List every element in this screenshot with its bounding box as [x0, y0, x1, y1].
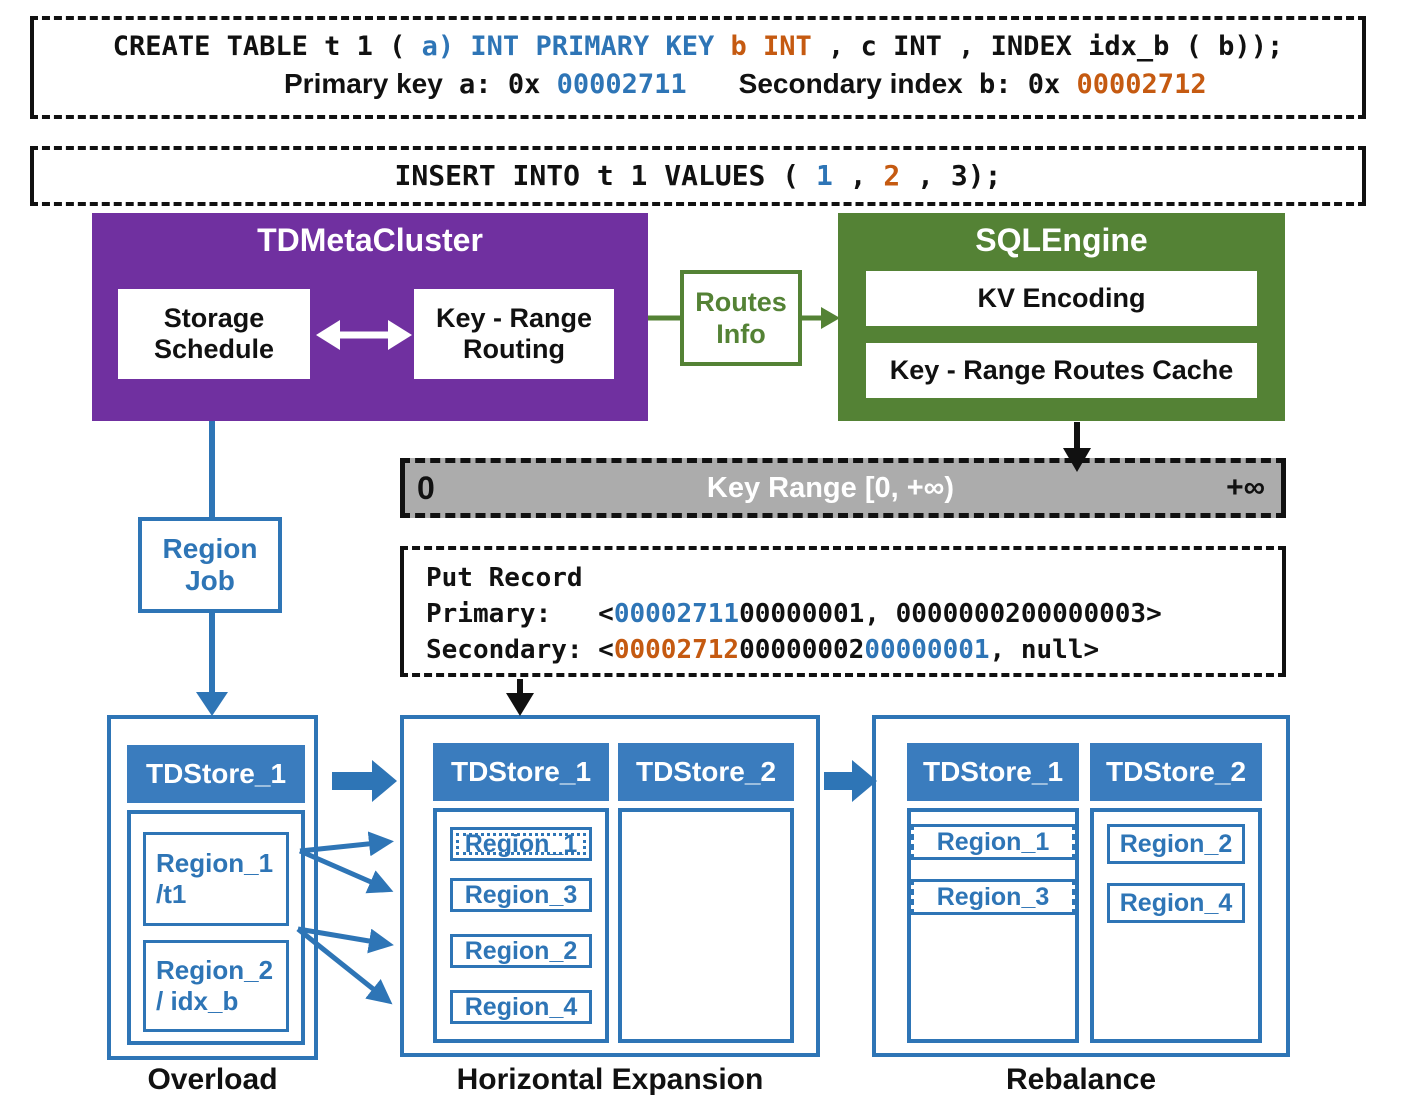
tdmetacluster-box: TDMetaCluster Storage Schedule Key - Ran… — [92, 213, 648, 421]
rebalance-region4-box: Region_4 — [1107, 883, 1245, 923]
sqlengine-box: SQLEngine KV Encoding Key - Range Routes… — [838, 213, 1285, 421]
expansion-region2-label: Region_2 — [464, 936, 578, 965]
sqlengine-title: SQLEngine — [975, 222, 1148, 258]
create-table-box: CREATE TABLE t 1 ( a) INT PRIMARY KEY b … — [30, 16, 1366, 119]
expansion-tdstore2-body — [618, 808, 794, 1043]
rebalance-region3-label: Region_3 — [936, 882, 1050, 911]
overload-tdstore1-body: Region_1 /t1 Region_2 / idx_b — [127, 810, 305, 1045]
rebalance-tdstore1-card: TDStore_1 Region_1 Region_3 — [907, 743, 1079, 1043]
create-sql-pre: CREATE TABLE t 1 ( — [112, 31, 422, 62]
expansion-region2-box: Region_2 — [450, 934, 592, 968]
region1-t1-box: Region_1 /t1 — [143, 832, 289, 926]
key-range-routes-cache-box: Key - Range Routes Cache — [866, 343, 1257, 398]
regionjob-down-arrow-icon — [196, 613, 228, 716]
kv-encoding-box: KV Encoding — [866, 271, 1257, 326]
key-range-routing-box: Key - Range Routing — [414, 289, 614, 379]
expansion-tdstore1-body: Region_1 Region_3 Region_2 Region_4 — [433, 808, 609, 1043]
secondary-record-pre: Secondary: < — [426, 635, 614, 665]
expansion-region3-box: Region_3 — [450, 878, 592, 912]
primary-record-pre: Primary: < — [426, 599, 614, 629]
rebalance-region4-label: Region_4 — [1119, 888, 1233, 917]
key-range-bar: 0 Key Range [0, +∞) +∞ — [400, 458, 1286, 518]
rebalance-region2-label: Region_2 — [1119, 829, 1233, 858]
expansion-tdstore2-header: TDStore_2 — [618, 743, 794, 801]
put-record-primary-line: Primary: <0000271100000001, 000000020000… — [426, 596, 1260, 632]
block-arrow-overload-to-expansion — [332, 760, 397, 802]
storage-schedule-box: Storage Schedule — [118, 289, 310, 379]
create-sql-primary-key: a) INT PRIMARY KEY — [421, 31, 731, 62]
region2-name: Region_2 — [156, 954, 274, 985]
primary-key-label: Primary key — [284, 68, 443, 99]
block-arrow-expansion-to-rebalance — [824, 760, 877, 802]
expansion-region3-label: Region_3 — [464, 880, 578, 909]
overload-tdstore1-card: TDStore_1 Region_1 /t1 Region_2 / idx_b — [127, 745, 305, 1045]
create-sql-b-int: b INT — [730, 31, 812, 62]
rebalance-tdstore2-header: TDStore_2 — [1090, 743, 1262, 801]
insert-sql-pre: INSERT INTO t 1 VALUES ( — [394, 159, 816, 192]
tdmetacluster-title: TDMetaCluster — [257, 222, 483, 258]
primary-record-hex: 00002711 — [613, 599, 740, 629]
put-record-secondary-line: Secondary: <000027120000000200000001, nu… — [426, 632, 1260, 668]
rebalance-region1-label: Region_1 — [936, 827, 1050, 856]
expansion-region4-box: Region_4 — [450, 990, 592, 1024]
horizontal-expansion-section: TDStore_1 Region_1 Region_3 Region_2 Reg… — [400, 715, 820, 1057]
expansion-region1-label: Region_1 — [464, 829, 578, 858]
rebalance-region1-row: Region_1 — [911, 824, 1075, 860]
rebalance-section: TDStore_1 Region_1 Region_3 TDStore_2 Re… — [872, 715, 1290, 1057]
put-record-title: Put Record — [426, 563, 583, 593]
secondary-index-prefix: b: 0x — [962, 69, 1077, 100]
insert-value-1: 1 — [815, 159, 833, 192]
secondary-record-blue: 00000001 — [864, 635, 990, 665]
expansion-region1-box: Region_1 — [450, 827, 592, 861]
region2-idxb-box: Region_2 / idx_b — [143, 940, 289, 1032]
secondary-record-mid: 00000002 — [739, 635, 865, 665]
insert-sql-sep: , — [832, 159, 884, 192]
expansion-tdstore1-header: TDStore_1 — [433, 743, 609, 801]
insert-sql-line: INSERT INTO t 1 VALUES ( 1 , 2 , 3); — [395, 159, 1002, 193]
putrecord-down-arrow-icon — [506, 679, 534, 716]
insert-value-2: 2 — [883, 159, 901, 192]
overload-caption: Overload — [147, 1063, 278, 1096]
primary-key-prefix: a: 0x — [442, 69, 557, 100]
key-annotation-line: Primary key a: 0x 00002711 Secondary inde… — [34, 64, 1362, 105]
create-sql-post: , c INT , INDEX idx_b ( b)); — [811, 31, 1284, 62]
secondary-record-rest: , null> — [989, 635, 1100, 665]
rebalance-region3-row: Region_3 — [911, 879, 1075, 915]
overload-section: TDStore_1 Region_1 /t1 Region_2 / idx_b — [107, 715, 318, 1060]
key-range-label: Key Range [0, +∞) — [706, 471, 954, 504]
insert-statement-box: INSERT INTO t 1 VALUES ( 1 , 2 , 3); — [30, 146, 1366, 206]
expansion-tdstore2-card: TDStore_2 — [618, 743, 794, 1043]
routes-info-box: Routes Info — [680, 270, 802, 366]
secondary-record-hex: 00002712 — [613, 635, 740, 665]
key-range-zero: 0 — [417, 469, 435, 506]
expansion-region4-label: Region_4 — [464, 992, 578, 1021]
rebalance-caption: Rebalance — [1005, 1063, 1157, 1096]
expansion-caption: Horizontal Expansion — [456, 1063, 764, 1096]
region-job-box: Region Job — [138, 517, 282, 613]
overload-tdstore1-header: TDStore_1 — [127, 745, 305, 803]
secondary-index-hex: 00002712 — [1076, 69, 1207, 100]
primary-record-rest: 00000001, 0000000200000003> — [739, 599, 1162, 629]
region2-path: / idx_b — [156, 986, 239, 1016]
create-sql-line: CREATE TABLE t 1 ( a) INT PRIMARY KEY b … — [34, 30, 1362, 64]
insert-sql-post: , 3); — [900, 159, 1002, 192]
rebalance-tdstore1-body: Region_1 Region_3 — [907, 808, 1079, 1043]
expansion-tdstore1-card: TDStore_1 Region_1 Region_3 Region_2 Reg… — [433, 743, 609, 1043]
region1-name: Region_1 — [156, 847, 274, 878]
put-record-box: Put Record Primary: <0000271100000001, 0… — [400, 546, 1286, 677]
rebalance-tdstore2-body: Region_2 Region_4 — [1090, 808, 1262, 1043]
rebalance-tdstore1-header: TDStore_1 — [907, 743, 1079, 801]
key-range-infinity: +∞ — [1226, 471, 1265, 504]
primary-key-hex: 00002711 — [556, 69, 687, 100]
region1-path: /t1 — [156, 879, 187, 909]
rebalance-region2-box: Region_2 — [1107, 824, 1245, 864]
rebalance-tdstore2-card: TDStore_2 Region_2 Region_4 — [1090, 743, 1262, 1043]
secondary-index-label: Secondary index — [738, 68, 963, 99]
